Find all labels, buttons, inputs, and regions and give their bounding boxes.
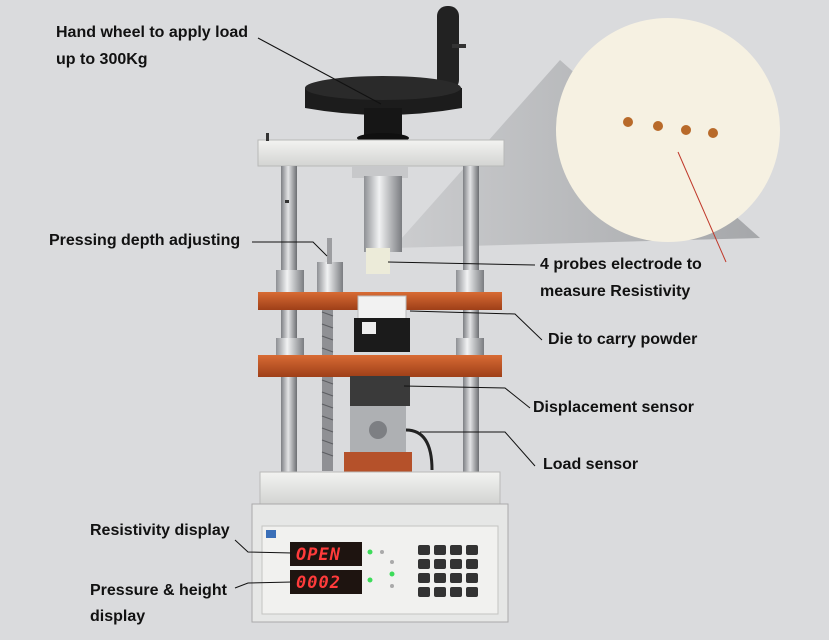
label-probes-line1: 4 probes electrode to: [540, 256, 702, 273]
label-pressing-depth: Pressing depth adjusting: [49, 232, 241, 249]
upper-display-readout: OPEN: [296, 545, 341, 565]
sensor-assembly: [344, 376, 434, 476]
top-crossbar: [257, 139, 505, 167]
probe-tip-2: [653, 121, 663, 131]
lead-screw: [322, 285, 333, 471]
probe-zoom-inset: [556, 18, 780, 242]
label-hand-wheel-line2: up to 300Kg: [56, 51, 148, 68]
base-plate: [259, 471, 501, 505]
hand-wheel: [305, 6, 466, 143]
probe-tip-3: [681, 125, 691, 135]
label-pressure-line2: display: [90, 608, 146, 625]
probe-tip-4: [708, 128, 718, 138]
control-box: [251, 503, 509, 623]
probe-holder: [352, 166, 408, 274]
powder-die: [354, 295, 410, 352]
zoom-pointer-line: [677, 151, 727, 263]
left-guide-rod: [281, 166, 297, 472]
leader-lines: [234, 37, 543, 589]
label-hand-wheel-line1: Hand wheel to apply load: [56, 24, 249, 41]
label-displacement: Displacement sensor: [533, 399, 694, 416]
label-resistivity-display: Resistivity display: [90, 522, 230, 539]
label-probes-line2: measure Resistivity: [540, 283, 691, 300]
label-pressure-line1: Pressure & height: [90, 582, 227, 599]
lower-display-readout: 0002: [296, 573, 341, 593]
depth-adjuster: [317, 238, 343, 296]
label-die: Die to carry powder: [548, 331, 698, 348]
label-load-sensor: Load sensor: [543, 456, 639, 473]
right-guide-rod: [463, 166, 479, 472]
lower-plate: [258, 355, 502, 377]
keypad: [418, 545, 478, 597]
probe-tip-1: [623, 117, 633, 127]
